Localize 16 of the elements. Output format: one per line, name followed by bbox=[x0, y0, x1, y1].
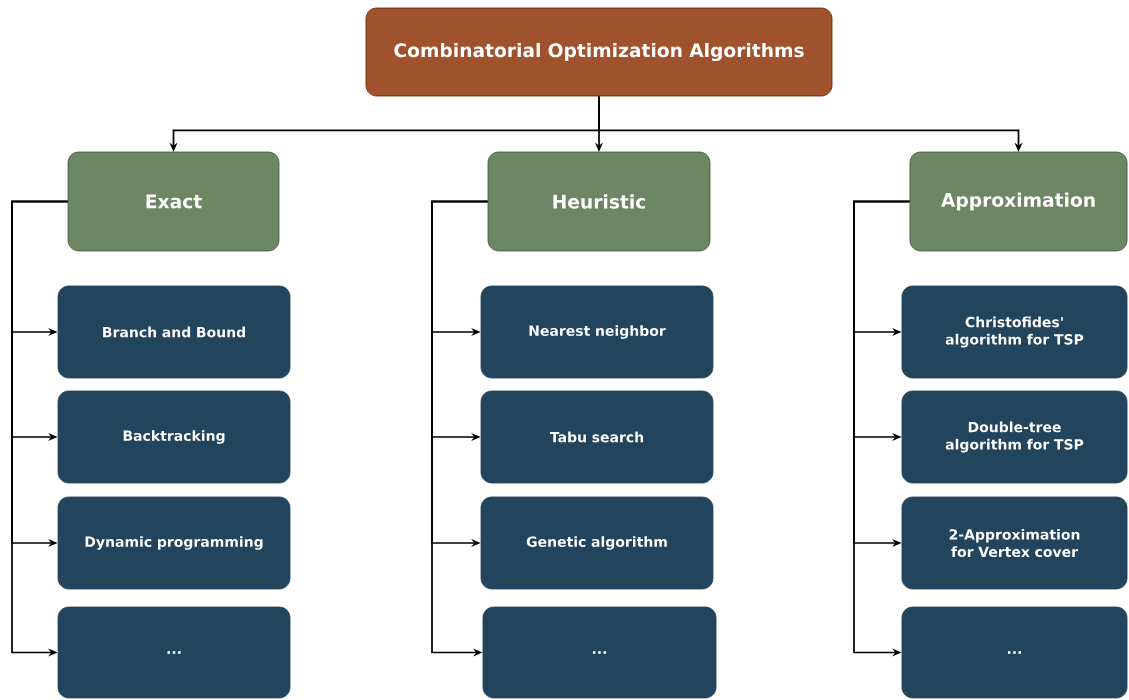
category-box: Exact bbox=[67, 151, 280, 252]
category-box: Heuristic bbox=[487, 151, 711, 252]
root-box: Combinatorial Optimization Algorithms bbox=[365, 7, 833, 97]
algorithm-box: Dynamic programming bbox=[57, 496, 291, 590]
algorithm-box: Backtracking bbox=[57, 390, 291, 484]
algorithm-box: Christofides' algorithm for TSP bbox=[901, 285, 1128, 379]
algorithm-box: ... bbox=[57, 606, 291, 699]
algorithm-box: Double-tree algorithm for TSP bbox=[901, 390, 1128, 484]
algorithm-box: ... bbox=[482, 606, 717, 699]
algorithm-box: 2-Approximation for Vertex cover bbox=[901, 496, 1128, 590]
algorithm-box: Genetic algorithm bbox=[480, 496, 714, 590]
algorithm-box: Nearest neighbor bbox=[480, 285, 714, 379]
algorithm-box: ... bbox=[901, 606, 1128, 699]
algorithm-box: Branch and Bound bbox=[57, 285, 291, 379]
algorithm-box: Tabu search bbox=[480, 390, 714, 484]
category-box: Approximation bbox=[909, 151, 1128, 252]
